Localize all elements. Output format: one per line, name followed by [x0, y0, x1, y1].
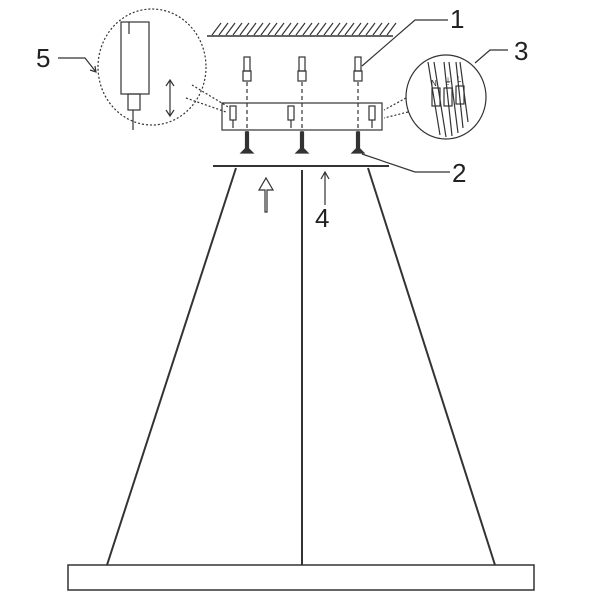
- wall-anchor-head: [242, 70, 252, 82]
- ceiling-hatch: [218, 22, 229, 36]
- ceiling-hatch: [267, 22, 278, 36]
- ceiling-hatch: [323, 22, 334, 36]
- screw: [239, 131, 255, 154]
- ceiling: [207, 22, 397, 37]
- callout-1: 1: [450, 4, 464, 34]
- ceiling-hatch: [232, 22, 243, 36]
- ceiling-hatch: [239, 22, 250, 36]
- leader-3: [474, 49, 508, 64]
- wall-anchor-head: [297, 70, 307, 82]
- terminal-n: N: [431, 79, 437, 88]
- ceiling-hatch: [281, 22, 292, 36]
- ceiling-hatch: [358, 22, 369, 36]
- callout-3: 3: [514, 36, 528, 66]
- ceiling-hatch: [344, 22, 355, 36]
- ceiling-hatch: [253, 22, 264, 36]
- ceiling-hatch: [365, 22, 376, 36]
- wall-anchor: [354, 56, 362, 72]
- plate-fitting: [229, 105, 237, 121]
- ceiling-hatch: [351, 22, 362, 36]
- ceiling-hatch: [372, 22, 383, 36]
- screw: [350, 131, 366, 154]
- terminal-l: L: [457, 75, 462, 84]
- terminal-earth: ⏚: [444, 77, 452, 86]
- ceiling-hatch: [260, 22, 271, 36]
- wall-anchor-head: [353, 70, 363, 82]
- plate-fittings: [229, 105, 376, 128]
- leader-2: [361, 153, 450, 173]
- leader-4: [320, 170, 330, 205]
- ceiling-hatch: [316, 22, 327, 36]
- ceiling-hatch: [379, 22, 390, 36]
- detail-wiring: [383, 54, 487, 140]
- ceiling-hatch: [302, 22, 313, 36]
- callout-4: 4: [315, 203, 329, 233]
- suspension-wire-right: [367, 167, 496, 566]
- suspension-wire-left: [106, 167, 237, 566]
- ceiling-hatch: [225, 22, 236, 36]
- ceiling-hatch: [288, 22, 299, 36]
- adjust-arrow-icon: [165, 78, 175, 118]
- callout-5: 5: [36, 43, 50, 73]
- ceiling-hatch: [274, 22, 285, 36]
- screws: [239, 131, 366, 154]
- ceiling-hatch: [337, 22, 348, 36]
- leader-5: [58, 57, 97, 73]
- ceiling-hatch: [211, 22, 222, 36]
- callout-2: 2: [452, 158, 466, 188]
- wall-anchor: [243, 56, 251, 72]
- ceiling-hatch: [309, 22, 320, 36]
- wall-anchor: [298, 56, 306, 72]
- ceiling-hatch: [246, 22, 257, 36]
- leader-1: [361, 19, 448, 67]
- lamp-ring: [67, 564, 535, 591]
- ceiling-hatch: [295, 22, 306, 36]
- mounting-plate: [221, 102, 383, 131]
- detail-adjuster: [97, 8, 231, 130]
- plate-fitting: [368, 105, 376, 121]
- ceiling-hatch: [386, 22, 397, 36]
- plate-fitting: [287, 105, 295, 121]
- lift-up-arrow: [257, 176, 275, 213]
- ceiling-hatch: [330, 22, 341, 36]
- screw: [294, 131, 310, 154]
